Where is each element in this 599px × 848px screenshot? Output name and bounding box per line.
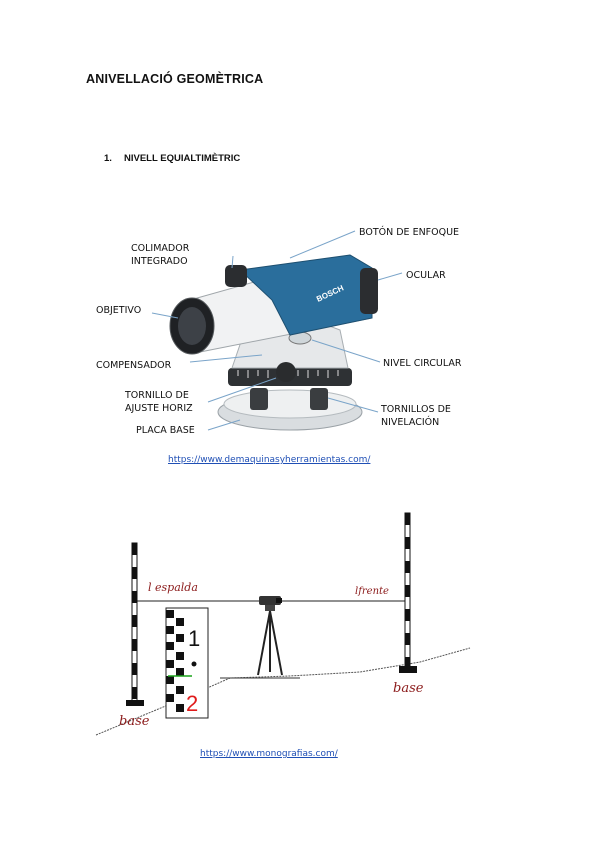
label-tornillos-2: NIVELACIÓN [381,416,439,428]
colimador-shape [225,265,247,287]
label-nivel-circular: NIVEL CIRCULAR [383,358,462,369]
left-staff-marks [132,543,137,699]
page-title: ANIVELLACIÓ GEOMÈTRICA [86,72,264,86]
tornillo-nivelacion-left [250,388,268,410]
label-tornillos-1: TORNILLOS DE [380,404,451,415]
label-colimador-1: COLIMADOR [131,243,190,254]
objetivo-glass [178,307,206,345]
label-colimador-2: INTEGRADO [131,256,188,267]
tripod-legs [257,610,283,676]
section-title: NIVELL EQUIALTIMÈTRIC [124,153,241,164]
staff-number-1: 1 [188,626,200,651]
staff-reading-dot [191,661,197,667]
tornillo-ajuste-shape [276,362,296,382]
label-placa-base: PLACA BASE [136,425,195,436]
level-instrument-shape [259,596,281,605]
label-compensador: COMPENSADOR [96,360,172,371]
tornillo-nivelacion-right [310,388,328,410]
label-frente: lfrente [355,586,389,597]
label-boton-enfoque: BOTÓN DE ENFOQUE [359,226,459,238]
right-staff-foot [399,666,417,673]
tripod-head [265,605,275,611]
left-staff-foot [126,700,144,706]
level-eyepiece-shape [276,598,282,603]
source-link-1[interactable]: https://www.demaquinasyherramientas.com/ [168,455,371,465]
label-base-right: base [393,681,424,696]
label-tornillo-2: AJUSTE HORIZ [125,403,193,414]
label-tornillo-1: TORNILLO DE [124,390,189,401]
right-staff-marks [405,513,410,667]
figure-geometric-leveling: 1 2 l espalda lfrente base base [95,512,471,736]
staff-number-2: 2 [186,691,198,716]
source-link-2[interactable]: https://www.monografias.com/ [200,749,338,759]
staff-detail-marks [166,610,184,712]
label-ocular: OCULAR [406,270,446,281]
ocular-shape [360,268,378,314]
leader-lines [151,230,403,431]
section-heading: 1. NIVELL EQUIALTIMÈTRIC [104,153,240,164]
telescope-blue-cover [238,254,373,336]
label-base-left: base [119,714,150,729]
label-objetivo: OBJETIVO [96,305,141,316]
placa-top-shape [223,389,357,419]
section-number: 1. [104,153,112,164]
label-espalda: l espalda [148,581,198,594]
